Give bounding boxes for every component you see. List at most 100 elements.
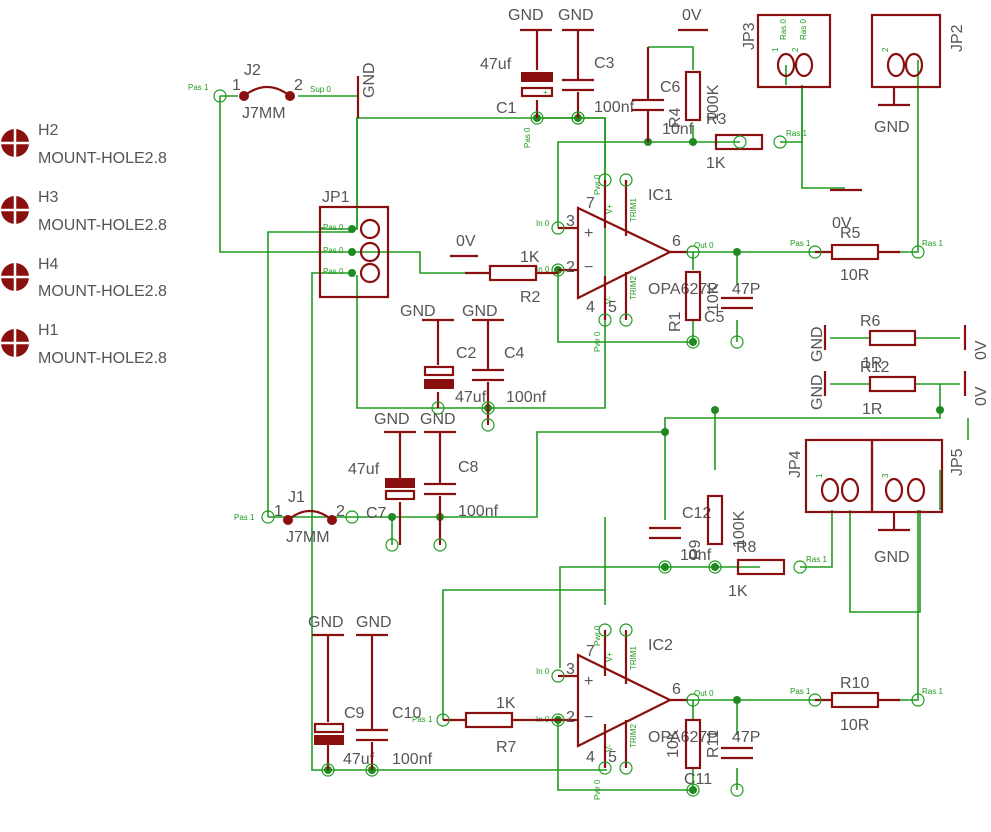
junction <box>689 138 697 146</box>
resistor-r6: R6 1R GND 0V <box>809 313 990 372</box>
junction <box>936 406 944 414</box>
pin-label: Sup 0 <box>310 85 331 94</box>
capacitor-c8-ref: C8 <box>458 459 479 476</box>
jumper-j1-pin1: 1 <box>274 503 283 520</box>
gnd-label: GND <box>420 411 456 428</box>
resistor-r10-value: 10R <box>840 717 869 734</box>
opamp-ic2-pin7: 7 <box>586 643 595 660</box>
pin-label: Ras 1 <box>806 555 827 564</box>
resistor-r11-value: 10K <box>665 729 682 758</box>
pin-label: Pwr 0 <box>593 331 602 352</box>
pin-label: Pas 1 <box>234 513 255 522</box>
capacitor-c3-value: 100nf <box>594 99 635 116</box>
capacitor-c2-ref: C2 <box>456 345 477 362</box>
pad <box>213 89 227 103</box>
gnd-label: GND <box>874 119 910 136</box>
resistor-r1-ref: R1 <box>667 311 684 332</box>
capacitor-c7: GND 47uf C7 <box>348 411 416 552</box>
resistor-r7: 1K R7 Pas 1 <box>412 695 558 756</box>
resistor-r6-value: 1R <box>862 355 882 372</box>
gnd-label: GND <box>558 7 594 24</box>
pin-label: Ras 0 <box>779 19 788 40</box>
resistor-r5-body <box>830 243 880 261</box>
mount-hole-h4: H4 MOUNT-HOLE2.8 <box>1 256 167 300</box>
pin-label: Out 0 <box>694 689 714 698</box>
header-jp4-ref: JP4 <box>787 450 804 478</box>
pin-label: V- <box>605 296 614 304</box>
zero-v-label: 0V <box>973 340 990 360</box>
capacitor-c1-value: 47uf <box>480 56 512 73</box>
jumper-j2-ref: J2 <box>244 62 261 79</box>
header-jp5-ref: JP5 <box>949 448 966 476</box>
opamp-ic2-pin3: 3 <box>566 661 575 678</box>
opamp-ic1-pin7: 7 <box>586 195 595 212</box>
jumper-j2-value: J7MM <box>242 105 286 122</box>
resistor-r2-value: 1K <box>520 249 540 266</box>
resistor-r10: R10 10R Pas 1 Ras 1 <box>790 675 943 734</box>
mount-hole-h1-value: MOUNT-HOLE2.8 <box>38 350 167 367</box>
resistor-r8-ref: R8 <box>736 539 757 556</box>
pin-label: V+ <box>605 652 614 662</box>
resistor-r7-value: 1K <box>496 695 516 712</box>
capacitor-c1: + GND 47uf C1 Pas 0 <box>480 7 554 148</box>
opamp-ic1-pin5: 5 <box>608 299 617 316</box>
opamp-ic1-body <box>576 206 673 300</box>
resistor-r2-ref: R2 <box>520 289 541 306</box>
resistor-r3-body <box>714 133 764 151</box>
resistor-r10-body <box>830 691 880 709</box>
header-jp1-body <box>318 205 390 299</box>
pads <box>321 111 722 797</box>
capacitor-c6-ref: C6 <box>660 79 681 96</box>
resistor-r5: R5 10R Pas 1 Ras 1 <box>790 225 943 284</box>
capacitor-c6: C6 10nf <box>632 47 694 142</box>
gnd-label: GND <box>462 303 498 320</box>
resistor-r8-value: 1K <box>728 583 748 600</box>
mount-hole-h3: H3 MOUNT-HOLE2.8 <box>1 189 167 234</box>
resistor-r1-body <box>684 270 702 322</box>
pin-label: TRIM1 <box>629 197 638 222</box>
gnd-label: GND <box>361 62 378 98</box>
header-jp1-pin1 <box>359 262 381 284</box>
resistor-r3-ref: R3 <box>706 111 727 128</box>
capacitor-c10: GND C10 100nf <box>356 614 433 770</box>
junction <box>733 696 741 704</box>
capacitor-c12: C12 10nf <box>649 505 712 564</box>
resistor-r1-value: 10K <box>705 283 722 312</box>
gnd-label: GND <box>809 326 826 362</box>
pin-label: Pas 1 <box>412 715 433 724</box>
capacitor-c8: GND C8 100nf <box>420 411 499 552</box>
zero-v-label: 0V <box>682 7 702 24</box>
header-jp2-body <box>870 13 942 89</box>
junction <box>348 248 356 256</box>
resistor-r9: R9 100K <box>687 494 748 560</box>
header-jp3-pin1: 1 <box>771 47 780 52</box>
resistor-r12-ref: R12 <box>860 359 889 376</box>
pin-label: Out 0 <box>694 241 714 250</box>
pin-label: Pas 0 <box>323 267 344 276</box>
pin-label: Pas 0 <box>523 127 532 148</box>
resistor-r4-body <box>684 70 702 122</box>
mount-hole-h2-value: MOUNT-HOLE2.8 <box>38 150 167 167</box>
header-jp3-pin2: 2 <box>791 47 800 52</box>
pin-label: Pas 0 <box>323 223 344 232</box>
capacitor-c3: GND C3 100nf <box>558 7 635 125</box>
resistor-r5-ref: R5 <box>840 225 861 242</box>
capacitor-c2-value: 47uf <box>455 389 487 406</box>
header-jp5-body <box>870 438 944 514</box>
opamp-ic2-body <box>576 653 673 748</box>
resistor-r3: R3 1K Ras 1 <box>706 111 807 172</box>
capacitor-c2: GND C2 47uf <box>400 303 487 415</box>
opamp-ic1-ref: IC1 <box>648 187 673 204</box>
opamp-ic2-pin2: 2 <box>566 709 575 726</box>
opamp-ic1: + − IC1 OPA627P 3 2 6 7 4 5 In 0 In 0 Ou… <box>536 173 718 352</box>
opamp-ic1-minus: − <box>584 259 593 276</box>
resistor-r11-ref: R11 <box>705 730 722 758</box>
capacitor-c5-value: 47P <box>732 281 760 298</box>
gnd-label: GND <box>874 549 910 566</box>
capacitor-c11-value: 47P <box>732 729 760 746</box>
pin-label: Pas 0 <box>323 246 344 255</box>
capacitor-c9-ref: C9 <box>344 705 365 722</box>
jumper-j1-ref: J1 <box>288 489 305 506</box>
header-jp2-ref: JP2 <box>949 24 966 52</box>
header-jp3-ref: JP3 <box>741 22 758 50</box>
